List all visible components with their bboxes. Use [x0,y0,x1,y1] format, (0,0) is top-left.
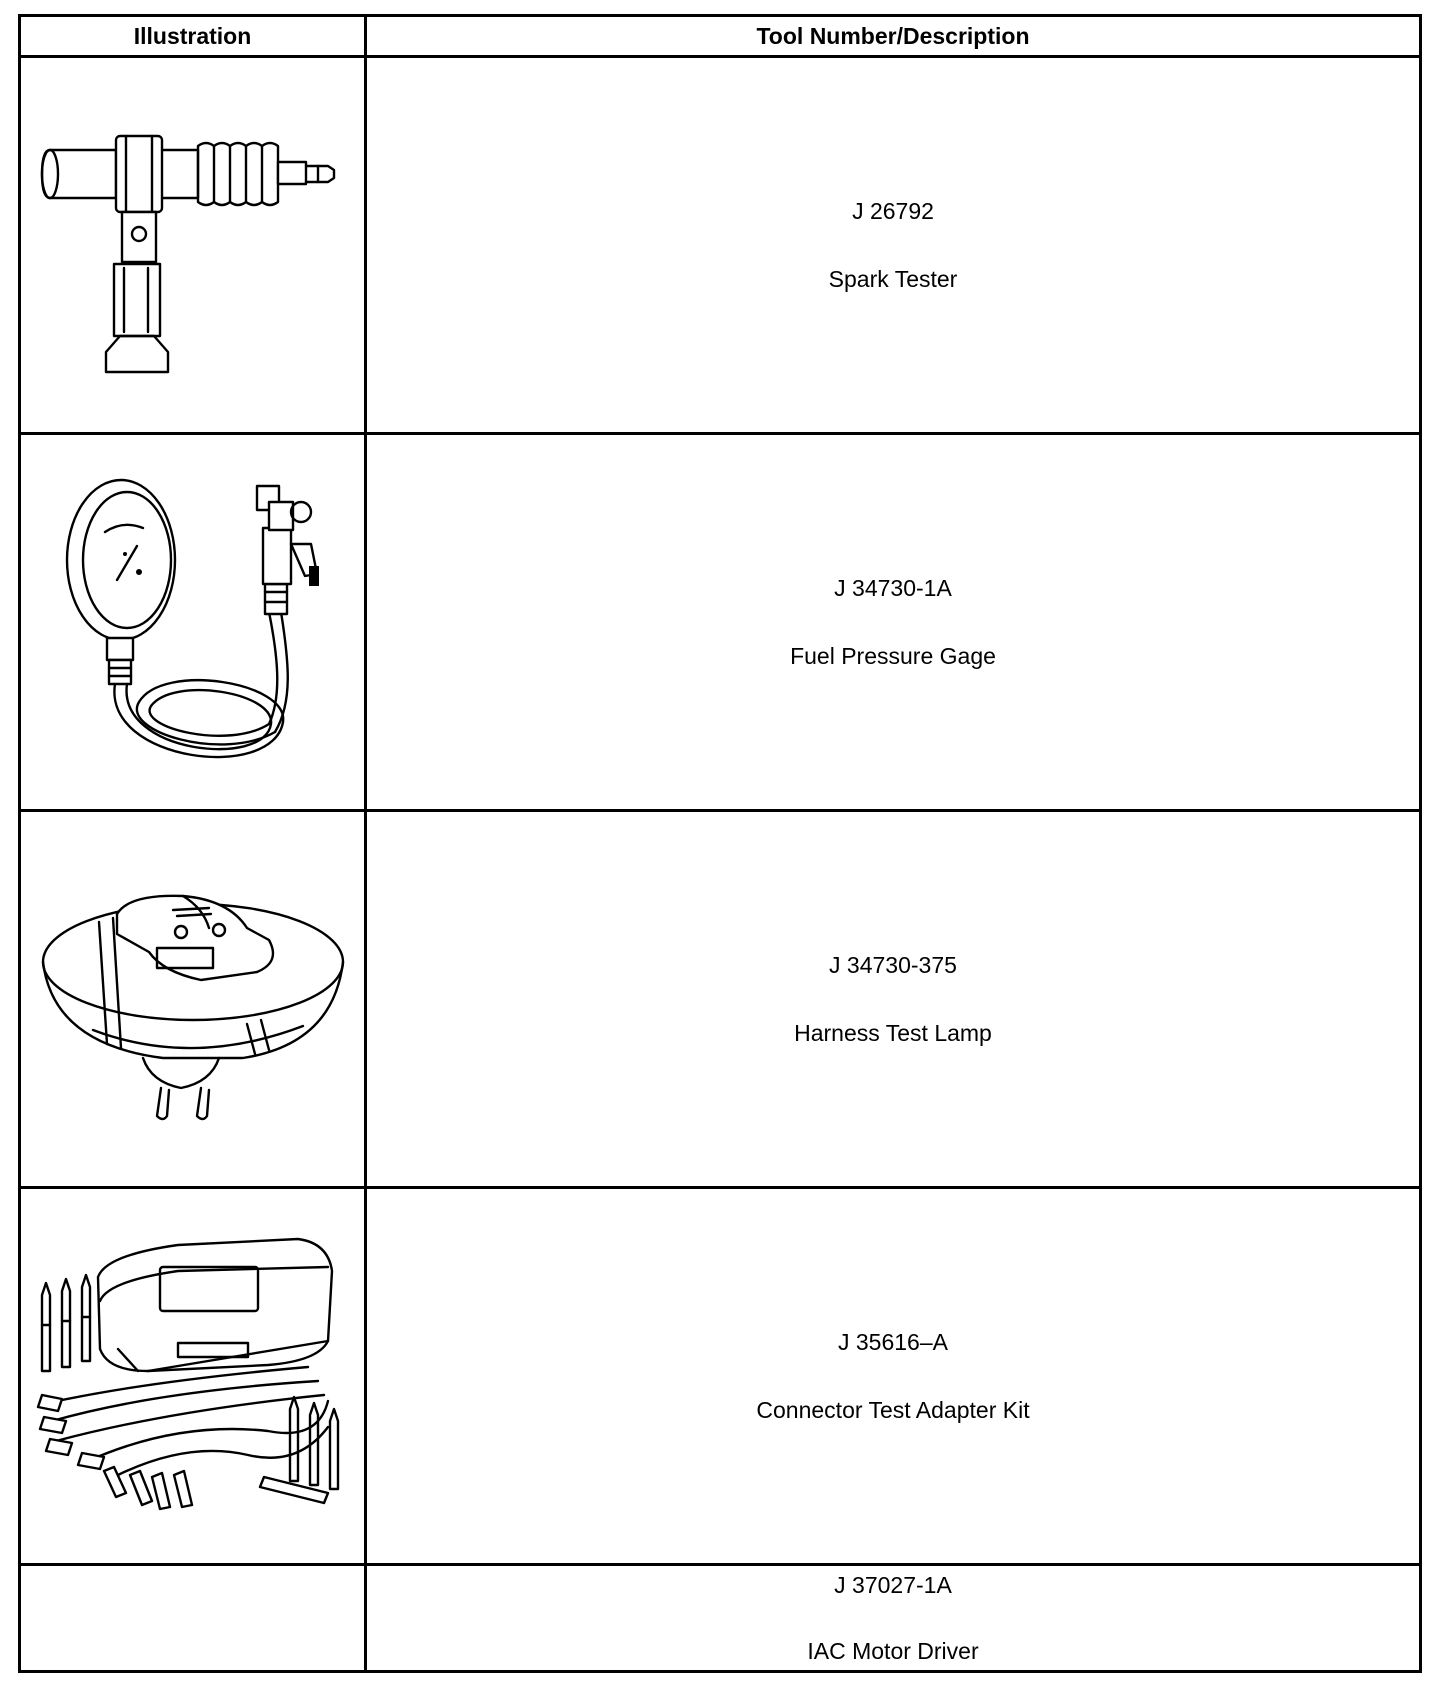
illustration-cell [18,55,367,435]
table-row: J 26792 Spark Tester [18,55,1422,435]
illustration-cell [18,809,367,1189]
tool-name: Harness Test Lamp [794,1020,992,1046]
tool-name: Connector Test Adapter Kit [756,1397,1030,1423]
header-tool-number-description: Tool Number/Description [364,14,1422,58]
spark-tester-drawing [40,134,335,374]
tool-number: J 37027-1A [834,1572,952,1598]
connector-test-adapter-kit-drawing [36,1237,339,1511]
harness-test-lamp-drawing [41,894,344,1121]
tool-description-cell: J 35616–A Connector Test Adapter Kit [364,1186,1422,1566]
tool-number: J 34730-375 [829,952,957,978]
tool-name: IAC Motor Driver [807,1638,979,1664]
tool-name: Spark Tester [828,266,958,292]
tool-description-cell: J 34730-375 Harness Test Lamp [364,809,1422,1189]
table-row: J 34730-1A Fuel Pressure Gage [18,432,1422,812]
tool-description-cell: J 26792 Spark Tester [364,55,1422,435]
tool-number: J 34730-1A [834,575,952,601]
tool-number: J 26792 [852,198,934,224]
tool-description-cell: J 37027-1A IAC Motor Driver [364,1563,1422,1673]
tool-description-cell: J 34730-1A Fuel Pressure Gage [364,432,1422,812]
special-tools-table: Illustration Tool Number/Description [18,14,1422,1673]
table-row: J 34730-375 Harness Test Lamp [18,809,1422,1189]
illustration-cell [18,432,367,812]
table-row: J 35616–A Connector Test Adapter Kit [18,1186,1422,1566]
tool-number: J 35616–A [838,1329,948,1355]
table-header-row: Illustration Tool Number/Description [18,14,1422,58]
table-row: J 37027-1A IAC Motor Driver [18,1563,1422,1673]
illustration-cell [18,1563,367,1673]
fuel-pressure-gage-drawing [65,478,319,759]
header-illustration: Illustration [18,14,367,58]
illustration-cell [18,1186,367,1566]
tool-name: Fuel Pressure Gage [790,643,996,669]
